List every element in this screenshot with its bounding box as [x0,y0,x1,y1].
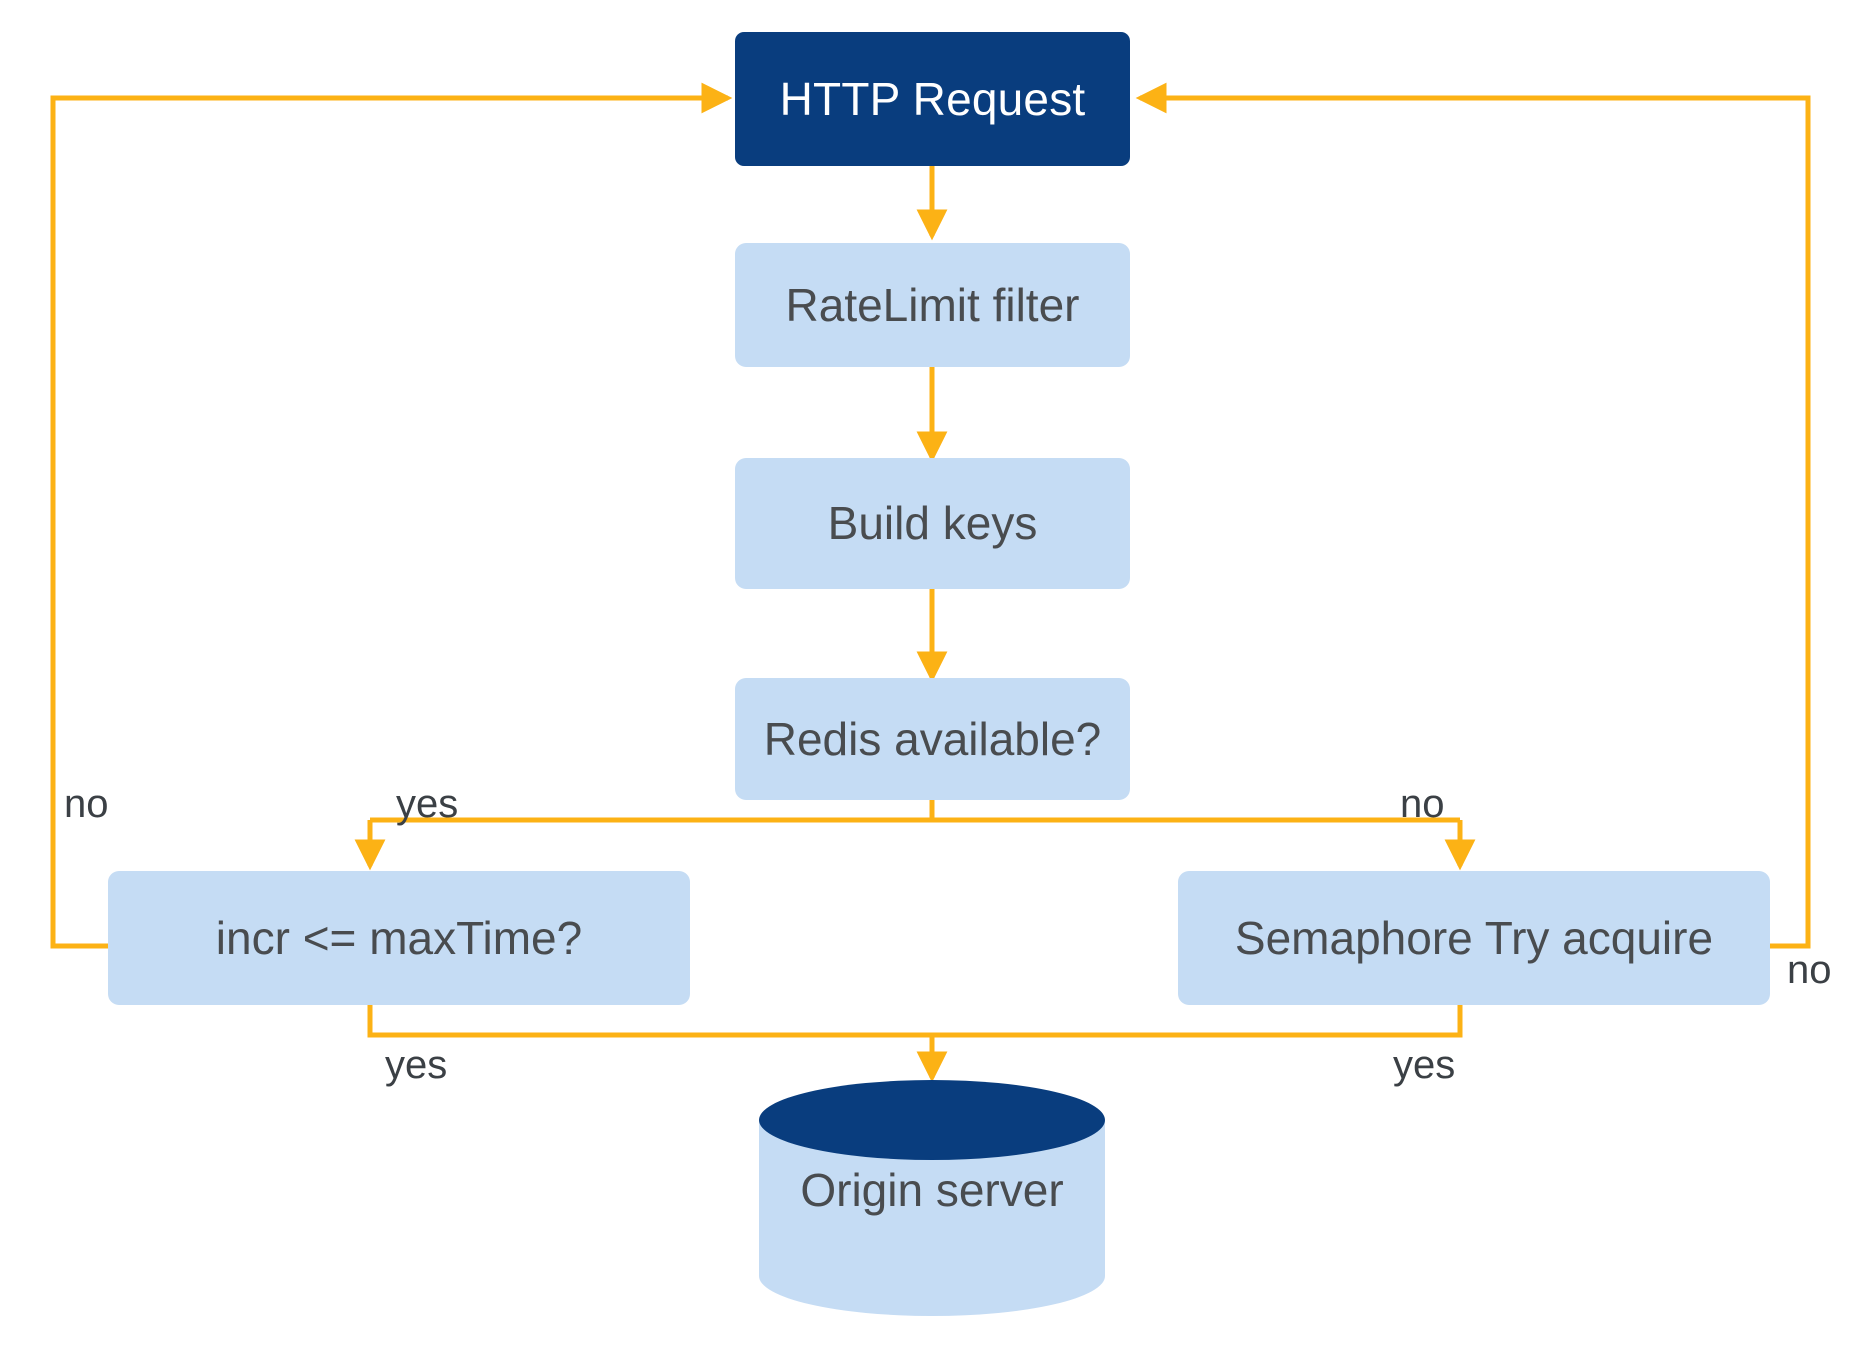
edge-semaphore-no-loop [1135,82,1811,949]
edge-label-bottom-left-yes: yes [385,1043,448,1087]
node-build-keys-label: Build keys [827,497,1038,550]
edge-label-bottom-right-yes: yes [1393,1043,1456,1087]
node-origin-server-label-wrap: Origin server [757,1150,1107,1230]
edge-label-right-no: no [1400,782,1445,826]
node-build-keys[interactable]: Build keys [735,458,1130,589]
node-incr-max-time-label: incr <= maxTime? [215,911,583,964]
edge-label-left-no: no [64,782,109,826]
edge-label-right-far-no: no [1787,948,1832,992]
node-origin-server[interactable] [757,1080,1107,1316]
cylinder-top-ellipse [759,1080,1105,1160]
node-incr-max-time[interactable]: incr <= maxTime? [108,871,690,1005]
node-ratelimit-filter[interactable]: RateLimit filter [735,243,1130,367]
node-http-request[interactable]: HTTP Request [735,32,1130,166]
edge-label-left-yes: yes [396,782,459,826]
edge-incr-yes-to-bus [367,1005,932,1038]
edge-semaphore-yes-to-bus [932,1005,1463,1038]
node-semaphore-try-acquire-label: Semaphore Try acquire [1234,911,1714,964]
edge-incr-no-loop [50,82,733,949]
node-redis-available-label: Redis available? [763,712,1102,765]
node-http-request-label: HTTP Request [779,72,1086,125]
node-redis-available[interactable]: Redis available? [735,678,1130,800]
node-semaphore-try-acquire[interactable]: Semaphore Try acquire [1178,871,1770,1005]
node-origin-server-label: Origin server [800,1164,1064,1216]
node-ratelimit-filter-label: RateLimit filter [785,278,1080,331]
